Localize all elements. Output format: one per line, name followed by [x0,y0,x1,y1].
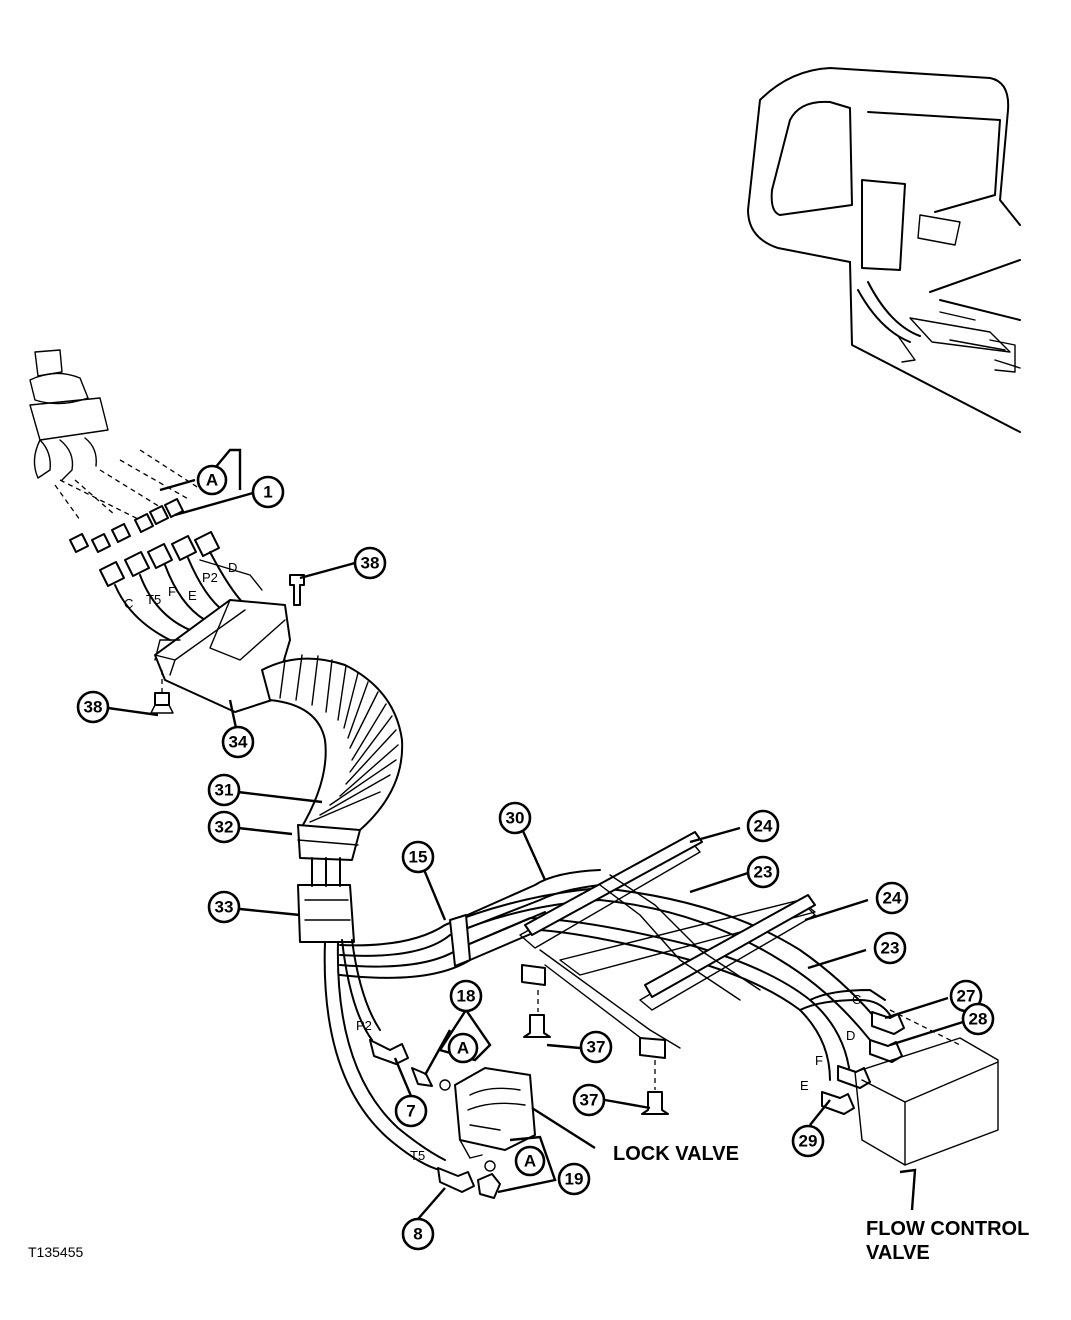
callout-1: 1 [251,475,285,509]
bracket-frame [519,831,816,1059]
cab-inset-illustration [747,67,1021,433]
callout-32-text: 32 [215,818,234,837]
convoluted-boot-31 [261,654,404,861]
pilot-control-valve [29,349,206,521]
callout-33-text: 33 [215,898,234,917]
callout-30: 30 [498,801,532,835]
callout-33: 33 [207,890,241,924]
callout-32: 32 [207,810,241,844]
callout-23-lower-text: 23 [881,939,900,958]
adapter-18 [411,1067,433,1087]
callout-23-lower: 23 [873,931,907,965]
fitting-28 [869,1039,903,1063]
callout-18-text: 18 [457,987,476,1006]
o-ring-a-lower [484,1160,496,1172]
figure-id: T135455 [28,1244,83,1260]
callout-7: 7 [394,1094,428,1128]
hose-label-p2-top: P2 [202,570,218,585]
o-ring-a-upper [439,1079,451,1091]
hose-label-t5-top: T5 [146,592,161,607]
callout-38-lower-text: 38 [84,698,103,717]
callout-30-text: 30 [506,809,525,828]
callout-24-upper: 24 [746,809,780,843]
clamp-33 [297,857,355,943]
callout-38-lower: 38 [76,690,110,724]
lock-valve [454,1067,536,1159]
callout-28-text: 28 [969,1010,988,1029]
callout-ref-a-top-text: A [206,471,218,490]
callout-27-text: 27 [957,987,976,1006]
callout-19-text: 19 [565,1170,584,1189]
callout-ref-a-lower: A [514,1145,546,1177]
callout-31-text: 31 [215,781,234,800]
callout-28: 28 [961,1002,995,1036]
leader-7 [393,1057,413,1097]
callout-37-lower: 37 [572,1083,606,1117]
main-hose-bundle [339,869,891,1081]
hose-label-p2-lower: P2 [356,1018,372,1033]
hose-label-d-right: D [846,1028,855,1043]
clamp-15 [449,914,471,967]
callout-15: 15 [401,840,435,874]
callout-29: 29 [791,1124,825,1158]
callout-29-text: 29 [799,1132,818,1151]
callout-ref-a-middle: A [447,1032,479,1064]
hose-label-c-right: C [852,992,861,1007]
callout-8-text: 8 [413,1225,422,1244]
callout-37-lower-text: 37 [580,1091,599,1110]
callout-37-upper-text: 37 [587,1038,606,1057]
fitting-27 [871,1011,905,1035]
callout-23-upper: 23 [746,855,780,889]
lock-valve-label: LOCK VALVE [613,1143,739,1165]
callout-19: 19 [557,1162,591,1196]
hose-label-f-top: F [168,584,176,599]
hose-p2-inner [351,939,381,1031]
callout-ref-a-middle-text: A [457,1039,469,1058]
callout-7-text: 7 [406,1102,415,1121]
hose-label-c-top: C [124,596,133,611]
callout-15-text: 15 [409,848,428,867]
callout-37-upper: 37 [579,1030,613,1064]
callout-23-upper-text: 23 [754,863,773,882]
flow-control-valve-label-line2: VALVE [866,1242,930,1264]
callout-31: 31 [207,773,241,807]
callout-38-upper-text: 38 [361,554,380,573]
fitting-8 [437,1167,475,1193]
elbow-19 [477,1173,501,1199]
callout-38-upper: 38 [353,546,387,580]
hose-label-f-right: F [815,1053,823,1068]
hose-label-e-top: E [188,588,197,603]
fitting-7 [369,1039,409,1065]
callout-1-text: 1 [263,483,272,502]
flow-control-valve [854,1009,999,1166]
flow-control-valve-label-line1: FLOW CONTROL [866,1218,1029,1240]
callout-24-lower: 24 [875,881,909,915]
bolt-37-a [523,1014,551,1038]
bolt-38-upper [289,574,305,606]
callout-24-lower-text: 24 [883,889,902,908]
bolt-37-b [641,1091,669,1115]
hose-t5-inner [336,941,446,1161]
hose-label-t5-lower: T5 [410,1148,425,1163]
hose-t5-outer [323,941,441,1171]
callout-34: 34 [221,725,255,759]
bolt-38-lower [154,692,170,706]
bolt-38-lower-head [150,704,174,714]
hose-label-d-top: D [228,560,237,575]
callout-8: 8 [401,1217,435,1251]
hose-fittings-cluster [69,498,263,641]
callout-18: 18 [449,979,483,1013]
hose-label-e-right: E [800,1078,809,1093]
callout-24-upper-text: 24 [754,817,773,836]
callout-ref-a-top: A [196,464,228,496]
callout-34-text: 34 [229,733,248,752]
leader-8 [417,1187,446,1220]
fitting-29 [821,1091,855,1115]
callout-ref-a-lower-text: A [524,1152,536,1171]
